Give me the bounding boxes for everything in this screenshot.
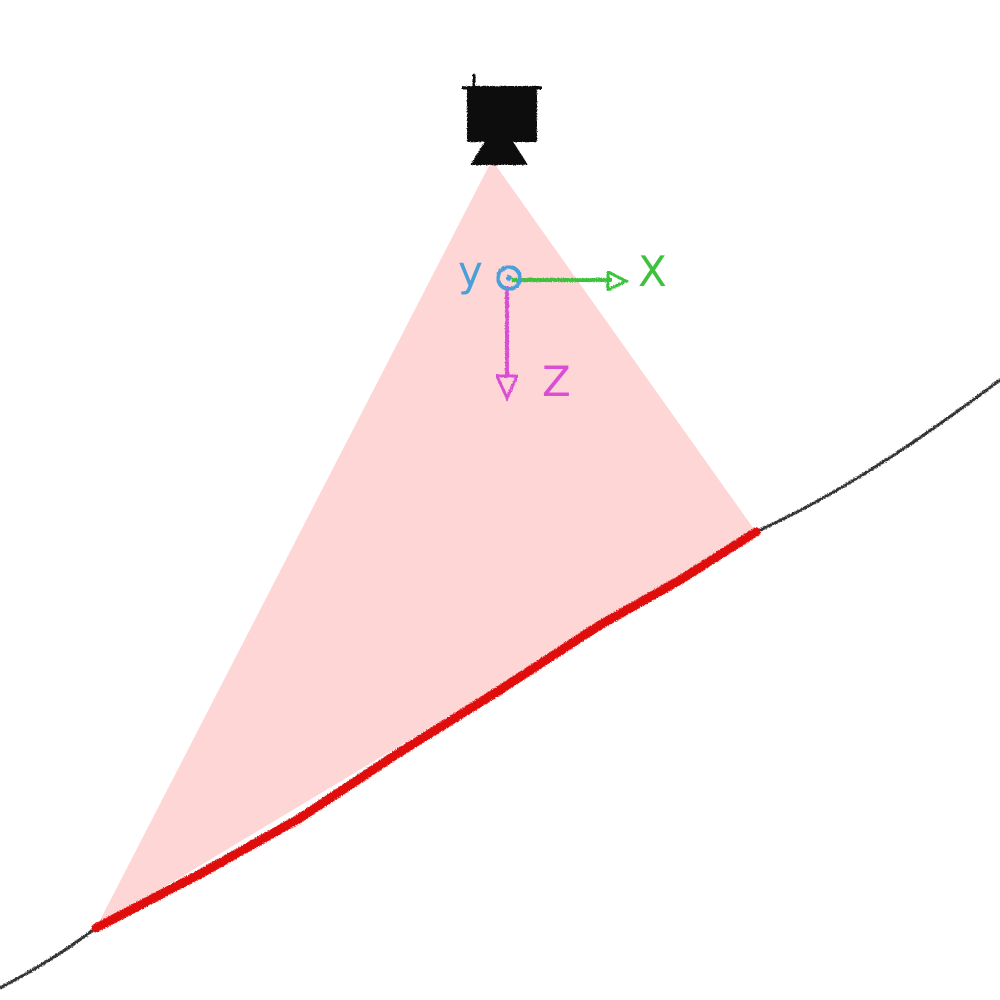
x-axis-label: X [638,247,667,296]
y-out-of-page-icon [496,265,522,291]
x-axis-arrowhead [606,269,630,293]
z-axis-arrowhead [494,374,520,402]
visible-ground-segment [91,527,761,933]
z-axis [494,286,520,402]
camera-lens [470,140,528,165]
y-axis-dot [506,275,512,281]
field-of-view [96,160,756,928]
camera-body [467,86,537,142]
y-axis-label: y [458,247,483,296]
z-axis-label: Z [542,357,571,406]
ground-line [0,378,1000,990]
y-axis-circle [496,265,522,291]
camera-icon [462,74,542,165]
x-axis [512,269,630,293]
